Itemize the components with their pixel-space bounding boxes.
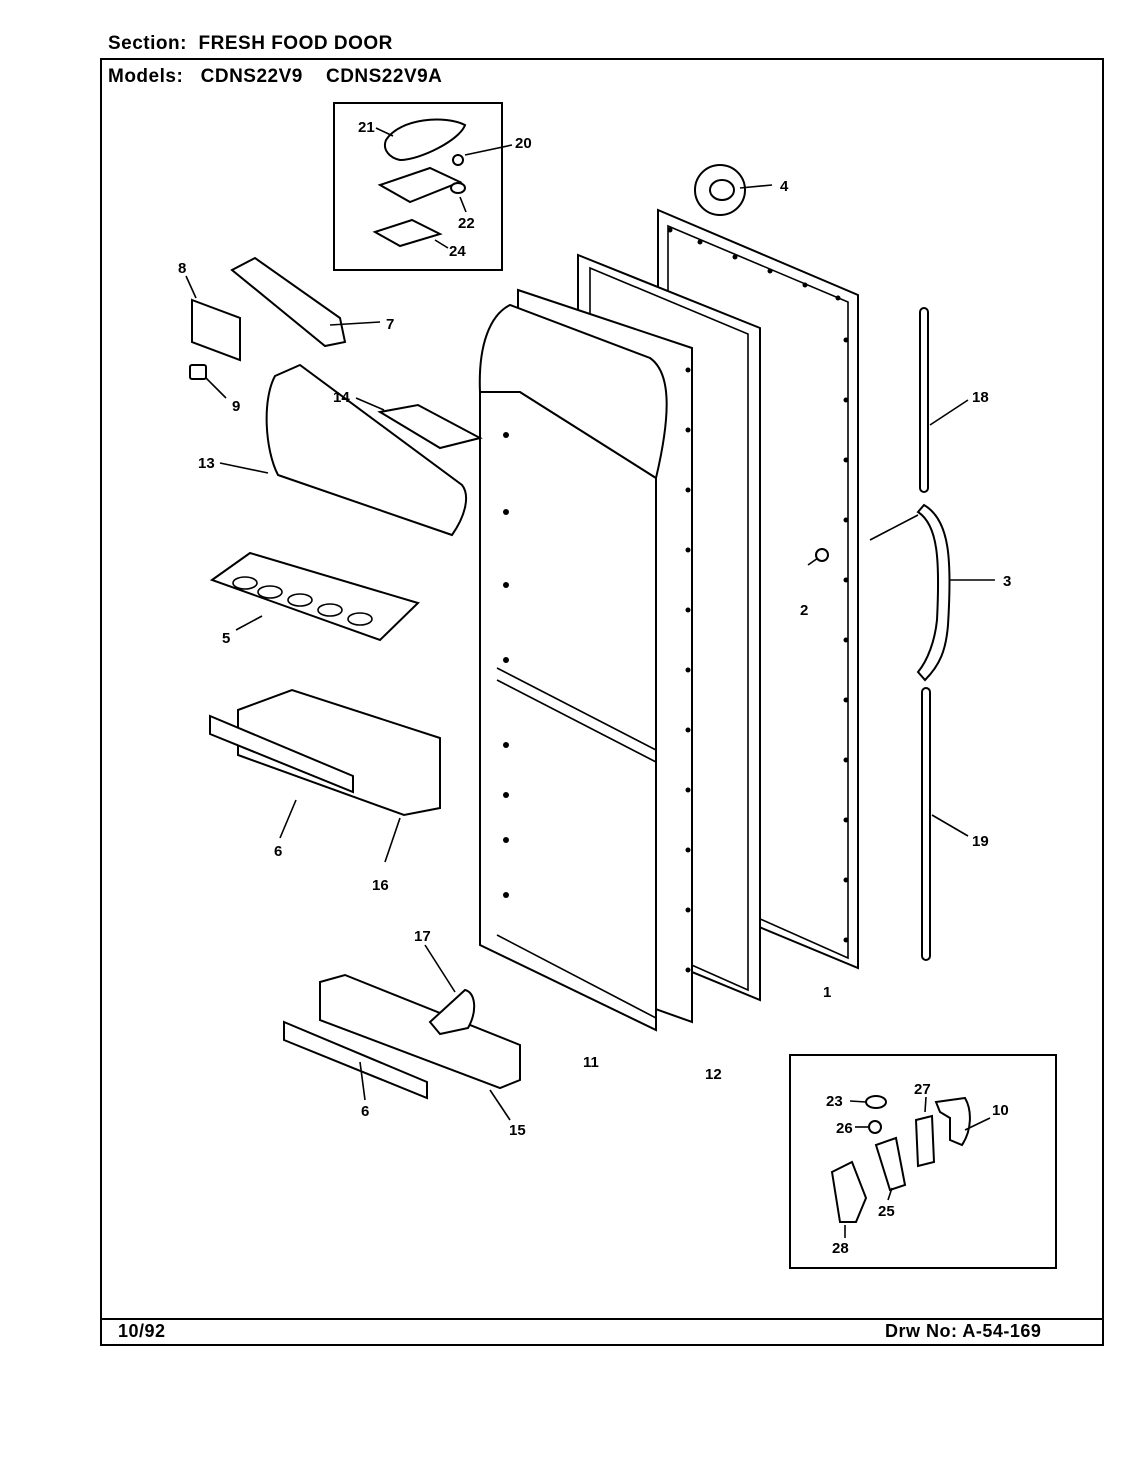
part-11-door-liner — [478, 288, 693, 1032]
part-28-bottom-hinge — [830, 1160, 868, 1238]
models-label: Models: — [108, 66, 184, 87]
hinge-bottom-inset-box — [789, 1054, 1057, 1269]
section-label-text: Section: — [108, 33, 187, 54]
hinge-top-inset-box — [333, 102, 503, 271]
part-6-bin-trim-lower — [283, 1020, 428, 1101]
part-18-upper-trim — [919, 307, 969, 493]
callout-24: 24 — [449, 243, 466, 260]
callout-8: 8 — [178, 260, 186, 277]
model-2: CDNS22V9A — [325, 66, 443, 87]
callout-17: 17 — [414, 928, 431, 945]
part-19-lower-trim — [921, 687, 969, 961]
part-26-bushing — [855, 1120, 882, 1134]
part-21-hinge-cover — [375, 118, 467, 162]
part-24-hinge-shim — [372, 218, 449, 249]
section-label: Section: FRESH FOOD DOOR — [108, 33, 393, 55]
drawing-date: 10/92 — [118, 1321, 166, 1341]
part-5-egg-tray — [209, 551, 420, 642]
models-row: Models: CDNS22V9 CDNS22V9A — [108, 66, 442, 88]
callout-27: 27 — [914, 1081, 931, 1098]
drawing-frame — [100, 58, 1104, 1346]
part-9-clip — [189, 364, 227, 399]
callout-2: 2 — [800, 602, 808, 619]
callout-13: 13 — [198, 455, 215, 472]
part-22-washer — [450, 182, 467, 213]
part-4-door-stop — [694, 164, 773, 216]
callout-25: 25 — [878, 1203, 895, 1220]
callout-20: 20 — [515, 135, 532, 152]
part-27-shim — [914, 1096, 936, 1168]
callout-16: 16 — [372, 877, 389, 894]
part-3-door-handle — [869, 503, 995, 682]
part-8-switch-housing — [185, 275, 241, 362]
callout-28: 28 — [832, 1240, 849, 1257]
callout-18: 18 — [972, 389, 989, 406]
callout-6-upper: 6 — [274, 843, 282, 860]
part-2-plug-button — [807, 548, 829, 566]
part-25-hinge-pin-bracket — [874, 1136, 907, 1201]
part-15-door-bin-lower — [319, 973, 521, 1121]
callout-26: 26 — [836, 1120, 853, 1137]
model-1: CDNS22V9 — [200, 66, 303, 87]
callout-22: 22 — [458, 215, 475, 232]
callout-14: 14 — [333, 389, 350, 406]
part-14-tray — [355, 397, 483, 450]
part-13-dairy-door-cover — [219, 363, 468, 537]
callout-23: 23 — [826, 1093, 843, 1110]
part-6-bin-trim-upper — [209, 714, 354, 839]
callout-10: 10 — [992, 1102, 1009, 1119]
part-20-hinge-plate — [377, 144, 513, 204]
callout-11: 11 — [583, 1054, 599, 1071]
part-23-washer — [849, 1095, 887, 1109]
callout-3: 3 — [1003, 573, 1011, 590]
part-7-dispenser-arm — [230, 256, 381, 348]
callout-7: 7 — [386, 316, 394, 333]
drawing-number: Drw No: A-54-169 — [885, 1321, 1042, 1341]
part-10-hinge-bracket — [934, 1096, 991, 1147]
callout-15: 15 — [509, 1122, 526, 1139]
part-16-door-bin — [237, 688, 441, 863]
callout-6-lower: 6 — [361, 1103, 369, 1120]
callout-4: 4 — [780, 178, 789, 195]
callout-19: 19 — [972, 833, 989, 850]
callout-1: 1 — [823, 984, 831, 1001]
callout-21: 21 — [358, 119, 375, 136]
callout-9: 9 — [232, 398, 240, 415]
part-17-bin-divider — [424, 944, 476, 1036]
callout-12: 12 — [705, 1066, 722, 1083]
callout-5: 5 — [222, 630, 230, 647]
footer-divider — [100, 1318, 1104, 1320]
section-value: FRESH FOOD DOOR — [198, 33, 393, 54]
